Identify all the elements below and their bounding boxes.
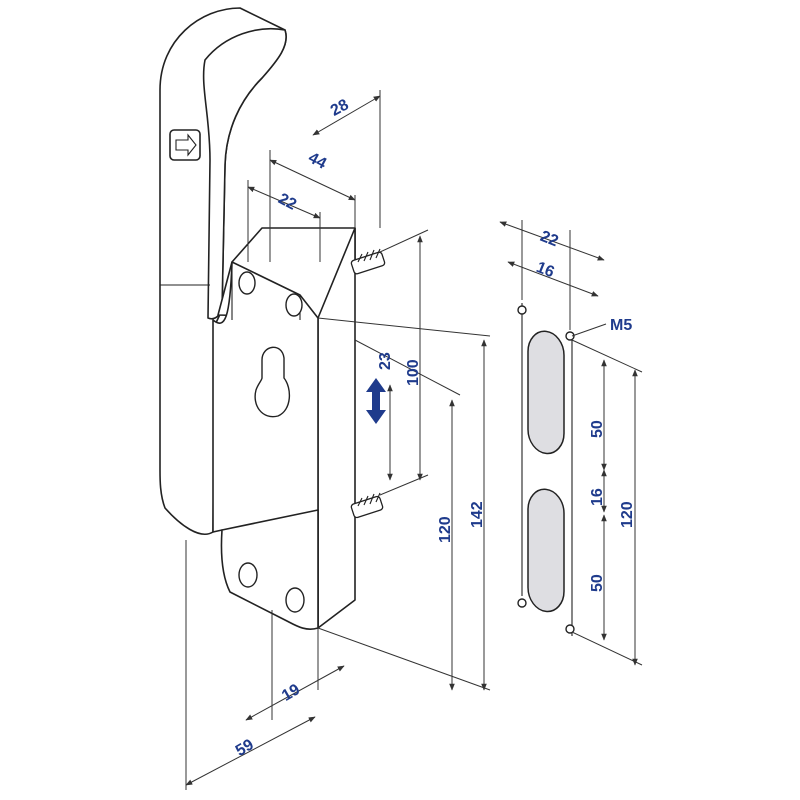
- screw-hole: [565, 624, 575, 634]
- double-arrow-icon: [366, 378, 386, 424]
- dim-120-plate: 120: [619, 501, 636, 528]
- dimension-lines: [185, 90, 643, 790]
- dim-44: 44: [305, 149, 329, 172]
- mounting-hole: [285, 587, 305, 613]
- dim-22-handle: 22: [275, 190, 299, 213]
- slot-top: [527, 330, 565, 455]
- threaded-stud-bottom: [350, 492, 384, 519]
- thread-m5: M5: [610, 317, 632, 334]
- dim-19: 19: [279, 681, 303, 705]
- mounting-hole: [238, 271, 256, 295]
- mounting-hole: [238, 562, 258, 588]
- threaded-stud-top: [350, 248, 386, 275]
- dim-59: 59: [233, 736, 257, 760]
- screw-hole: [565, 331, 575, 341]
- direction-arrow-icon: [169, 129, 201, 161]
- dim-120-handle: 120: [437, 516, 454, 543]
- keyhole-cutout: [254, 346, 291, 418]
- dimension-labels: 28 44 22 23 100 120 142 19 59 22 16 M5 5…: [233, 96, 636, 760]
- dim-28: 28: [328, 96, 352, 119]
- dim-22-plate: 22: [538, 228, 561, 250]
- screw-hole: [517, 305, 527, 315]
- dim-100: 100: [405, 359, 422, 386]
- dim-50-bottom: 50: [589, 574, 606, 592]
- dim-16-gap: 16: [589, 488, 606, 506]
- dim-23-travel: 23: [377, 352, 394, 370]
- mounting-hole: [285, 293, 303, 317]
- dim-16-plate: 16: [534, 259, 557, 281]
- handle-front: [202, 28, 287, 320]
- base-plate: [220, 509, 319, 630]
- strike-plate: [517, 303, 575, 636]
- slot-bottom: [527, 488, 565, 613]
- dim-142: 142: [469, 501, 486, 528]
- screw-hole: [517, 598, 527, 608]
- dim-50-top: 50: [589, 420, 606, 438]
- lock-assembly: [159, 7, 386, 630]
